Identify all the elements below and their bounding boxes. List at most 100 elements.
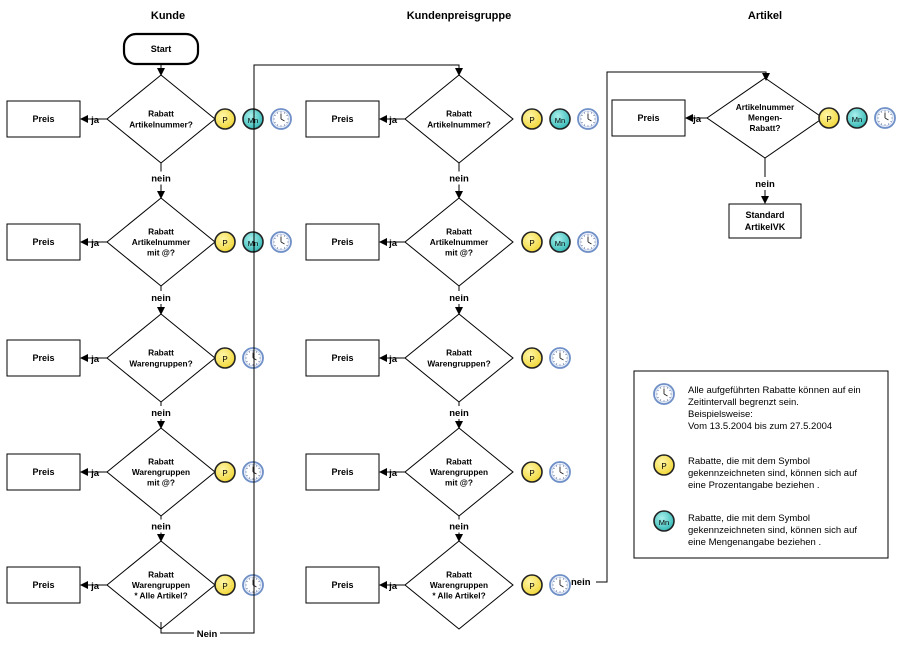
- nein-connector-label-2: nein: [571, 577, 591, 588]
- preis-box: Preis: [6, 100, 81, 138]
- decision-text-line: Mengen-: [748, 113, 782, 123]
- p-icon-letter: P: [661, 462, 666, 471]
- mn-icon-letters: Mn: [852, 115, 862, 124]
- preis-label: Preis: [32, 580, 54, 590]
- legend-mn-line-1: Rabatte, die mit dem Symbol: [688, 513, 810, 524]
- nein-label: nein: [151, 293, 171, 304]
- preis-label: Preis: [32, 353, 54, 363]
- ja-label: ja: [90, 468, 100, 479]
- ja-label: ja: [388, 238, 398, 249]
- legend-mn-line-2: gekennzeichneten sind, können sich auf: [688, 525, 857, 536]
- decision-text-line: mit @?: [147, 248, 175, 258]
- mn-icon: Mn: [549, 231, 571, 253]
- legend-p-line-1: Rabatte, die mit dem Symbol: [688, 456, 810, 467]
- legend-clock-icon: [653, 383, 675, 405]
- p-icon: P: [521, 461, 543, 483]
- decision-text-line: Artikelnummer: [430, 237, 489, 247]
- nein-label: nein: [449, 408, 469, 419]
- ja-label: ja: [388, 581, 398, 592]
- clock-icon: [653, 383, 675, 405]
- nein-label: nein: [449, 174, 469, 185]
- nein-label: nein: [449, 293, 469, 304]
- p-icon: P: [214, 574, 236, 596]
- decision-text-line: Warengruppen: [132, 467, 190, 477]
- preis-label: Preis: [32, 114, 54, 124]
- legend-p-line-2: gekennzeichneten sind, können sich auf: [688, 468, 857, 479]
- preis-label: Preis: [32, 467, 54, 477]
- preis-label: Preis: [331, 353, 353, 363]
- decision-text-line: Warengruppen?: [129, 358, 192, 368]
- preis-label: Preis: [331, 114, 353, 124]
- clock-icon: [577, 231, 599, 253]
- ja-label: ja: [388, 354, 398, 365]
- decision-text-line: Artikelnummer?: [427, 119, 491, 129]
- preis-label: Preis: [331, 580, 353, 590]
- nein-label: nein: [151, 408, 171, 419]
- p-icon: P: [214, 108, 236, 130]
- nein-label: nein: [151, 174, 171, 185]
- decision-text-line: Artikelnummer?: [129, 119, 193, 129]
- p-icon-letter: P: [529, 116, 534, 125]
- p-icon-letter: P: [529, 582, 534, 591]
- p-icon-letter: P: [826, 115, 831, 124]
- decision-text-line: Artikelnummer: [736, 102, 795, 112]
- p-icon-letter: P: [222, 239, 227, 248]
- preis-box: Preis: [305, 339, 380, 377]
- p-icon: P: [521, 108, 543, 130]
- decision-text-line: Rabatt: [446, 456, 472, 466]
- preis-box: Preis: [305, 453, 380, 491]
- nein-label: nein: [151, 522, 171, 533]
- decision-text-line: Warengruppen: [132, 580, 190, 590]
- decision-text-line: Rabatt: [148, 109, 174, 119]
- decision-text-line: Rabatt: [446, 109, 472, 119]
- preis-box: Preis: [6, 453, 81, 491]
- clock-icon: [242, 347, 264, 369]
- decision-text-line: Rabatt: [148, 348, 174, 358]
- ja-label: ja: [90, 115, 100, 126]
- decision-text-line: * Alle Artikel?: [432, 591, 485, 601]
- nein-label: nein: [755, 179, 775, 190]
- decision-text-line: Rabatt: [148, 226, 174, 236]
- decision-text-line: mit @?: [445, 248, 473, 258]
- decision-text-line: Rabatt: [446, 348, 472, 358]
- decision-text-line: Warengruppen: [430, 467, 488, 477]
- decision-text-line: Artikelnummer: [132, 237, 191, 247]
- clock-icon: [874, 107, 896, 129]
- p-icon: P: [818, 107, 840, 129]
- mn-icon-letters: Mn: [555, 239, 565, 248]
- standard-line-1: Standard: [745, 210, 784, 220]
- p-icon: P: [521, 231, 543, 253]
- mn-icon: Mn: [846, 107, 868, 129]
- standard-line-2: ArtikelVK: [745, 222, 786, 232]
- mn-icon-letters: Mn: [659, 518, 669, 527]
- legend-clock-line-3: Beispielsweise:: [688, 409, 753, 420]
- mn-icon: Mn: [242, 231, 264, 253]
- clock-icon: [549, 347, 571, 369]
- p-icon-letter: P: [529, 469, 534, 478]
- mn-icon-letters: Mn: [555, 116, 565, 125]
- preis-box: Preis: [6, 339, 81, 377]
- p-icon: P: [653, 454, 675, 476]
- legend-mn-line-3: eine Mengenangabe beziehen .: [688, 537, 821, 548]
- legend-mn-icon: Mn: [653, 510, 675, 532]
- preis-label: Preis: [637, 113, 659, 123]
- column-header-kunde: Kunde: [151, 10, 185, 22]
- preis-label: Preis: [331, 237, 353, 247]
- preis-label: Preis: [331, 467, 353, 477]
- decision-text-line: * Alle Artikel?: [134, 591, 187, 601]
- preis-box: Preis: [305, 100, 380, 138]
- clock-icon: [549, 574, 571, 596]
- ja-label: ja: [90, 354, 100, 365]
